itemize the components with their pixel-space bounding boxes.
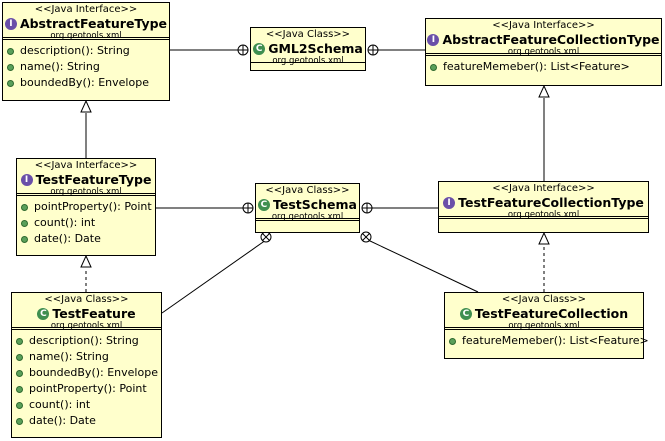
class-icon: C: [37, 307, 50, 320]
nesting-testschema-testfeature: [161, 239, 267, 314]
interface-icon: I: [4, 17, 17, 30]
public-method-icon: [16, 337, 23, 345]
interface-icon: I: [443, 196, 456, 209]
method-signature: pointProperty(): Point: [34, 200, 152, 213]
public-method-icon: [449, 337, 456, 345]
method-signature: boundedBy(): Envelope: [29, 366, 158, 379]
stereotype: <<Java Class>>: [265, 185, 350, 196]
public-method-icon: [430, 63, 437, 71]
divider: [426, 53, 661, 56]
stereotype: <<Java Class>>: [265, 29, 351, 40]
divider: [17, 193, 155, 196]
method-signature: description(): String: [29, 334, 139, 347]
divider: [12, 327, 161, 330]
package-name: org.geotools.xml: [272, 56, 344, 66]
public-method-icon: [7, 63, 14, 71]
class-icon: C: [257, 198, 270, 211]
package-name: org.geotools.xml: [507, 47, 580, 57]
package-name: org.geotools.xml: [271, 212, 344, 222]
public-method-icon: [7, 79, 14, 87]
class-name: GML2Schema: [268, 41, 363, 56]
stereotype: <<Java Class>>: [501, 294, 587, 305]
method-row[interactable]: pointProperty(): Point: [16, 381, 161, 397]
method-signature: featureMemeber(): List<Feature>: [462, 334, 649, 347]
public-method-icon: [21, 219, 28, 227]
method-row[interactable]: boundedBy(): Envelope: [7, 75, 169, 91]
class-name: TestSchema: [272, 197, 357, 212]
interface-icon: I: [427, 33, 440, 46]
divider: [439, 216, 648, 219]
stereotype: <<Java Interface>>: [34, 160, 138, 171]
method-row[interactable]: name(): String: [16, 349, 161, 365]
method-row[interactable]: description(): String: [16, 333, 161, 349]
public-method-icon: [21, 235, 28, 243]
public-method-icon: [21, 203, 28, 211]
divider: [256, 218, 359, 221]
method-row[interactable]: date(): Date: [16, 413, 161, 429]
package-name: org.geotools.xml: [508, 321, 580, 331]
package-name: org.geotools.xml: [50, 321, 123, 331]
package-name: org.geotools.xml: [50, 31, 122, 41]
public-method-icon: [16, 417, 23, 425]
method-row[interactable]: pointProperty(): Point: [21, 199, 155, 215]
method-signature: date(): Date: [34, 232, 101, 245]
package-name: org.geotools.xml: [50, 187, 122, 197]
class-name: TestFeatureCollection: [474, 306, 629, 321]
method-signature: name(): String: [29, 350, 109, 363]
method-row[interactable]: description(): String: [7, 43, 169, 59]
method-signature: boundedBy(): Envelope: [20, 76, 149, 89]
class-name: TestFeature: [52, 306, 136, 321]
divider: [445, 327, 643, 330]
class-icon: C: [253, 42, 266, 55]
divider: [251, 62, 365, 65]
realization-arrowhead: [80, 254, 92, 268]
method-signature: pointProperty(): Point: [29, 382, 147, 395]
nesting-testschema-testfcol: [367, 239, 479, 293]
stereotype: <<Java Interface>>: [492, 20, 595, 31]
public-method-icon: [7, 47, 14, 55]
class-name: TestFeatureType: [35, 172, 152, 187]
generalization-arrowhead: [538, 84, 550, 98]
public-method-icon: [16, 385, 23, 393]
method-row[interactable]: count(): int: [16, 397, 161, 413]
class-name: AbstractFeatureType: [19, 16, 168, 31]
stereotype: <<Java Interface>>: [492, 183, 595, 194]
stereotype: <<Java Interface>>: [34, 4, 138, 15]
realization-arrowhead: [538, 231, 550, 245]
method-row[interactable]: date(): Date: [21, 231, 155, 247]
method-signature: count(): int: [29, 398, 91, 411]
public-method-icon: [16, 401, 23, 409]
method-row[interactable]: featureMemeber(): List<Feature>: [430, 59, 661, 75]
divider: [3, 37, 169, 40]
class-name: AbstractFeatureCollectionType: [442, 32, 660, 47]
class-name: TestFeatureCollectionType: [458, 195, 644, 210]
method-row[interactable]: featureMemeber(): List<Feature>: [449, 333, 649, 349]
generalization-arrowhead: [80, 99, 92, 113]
method-signature: count(): int: [34, 216, 96, 229]
class-icon: C: [459, 307, 472, 320]
method-row[interactable]: count(): int: [21, 215, 155, 231]
stereotype: <<Java Class>>: [44, 294, 129, 305]
method-row[interactable]: boundedBy(): Envelope: [16, 365, 161, 381]
package-name: org.geotools.xml: [507, 210, 580, 220]
method-row[interactable]: name(): String: [7, 59, 169, 75]
method-signature: name(): String: [20, 60, 100, 73]
interface-icon: I: [20, 173, 33, 186]
method-signature: description(): String: [20, 44, 130, 57]
public-method-icon: [16, 369, 23, 377]
method-signature: featureMemeber(): List<Feature>: [443, 60, 630, 73]
public-method-icon: [16, 353, 23, 361]
method-signature: date(): Date: [29, 414, 96, 427]
